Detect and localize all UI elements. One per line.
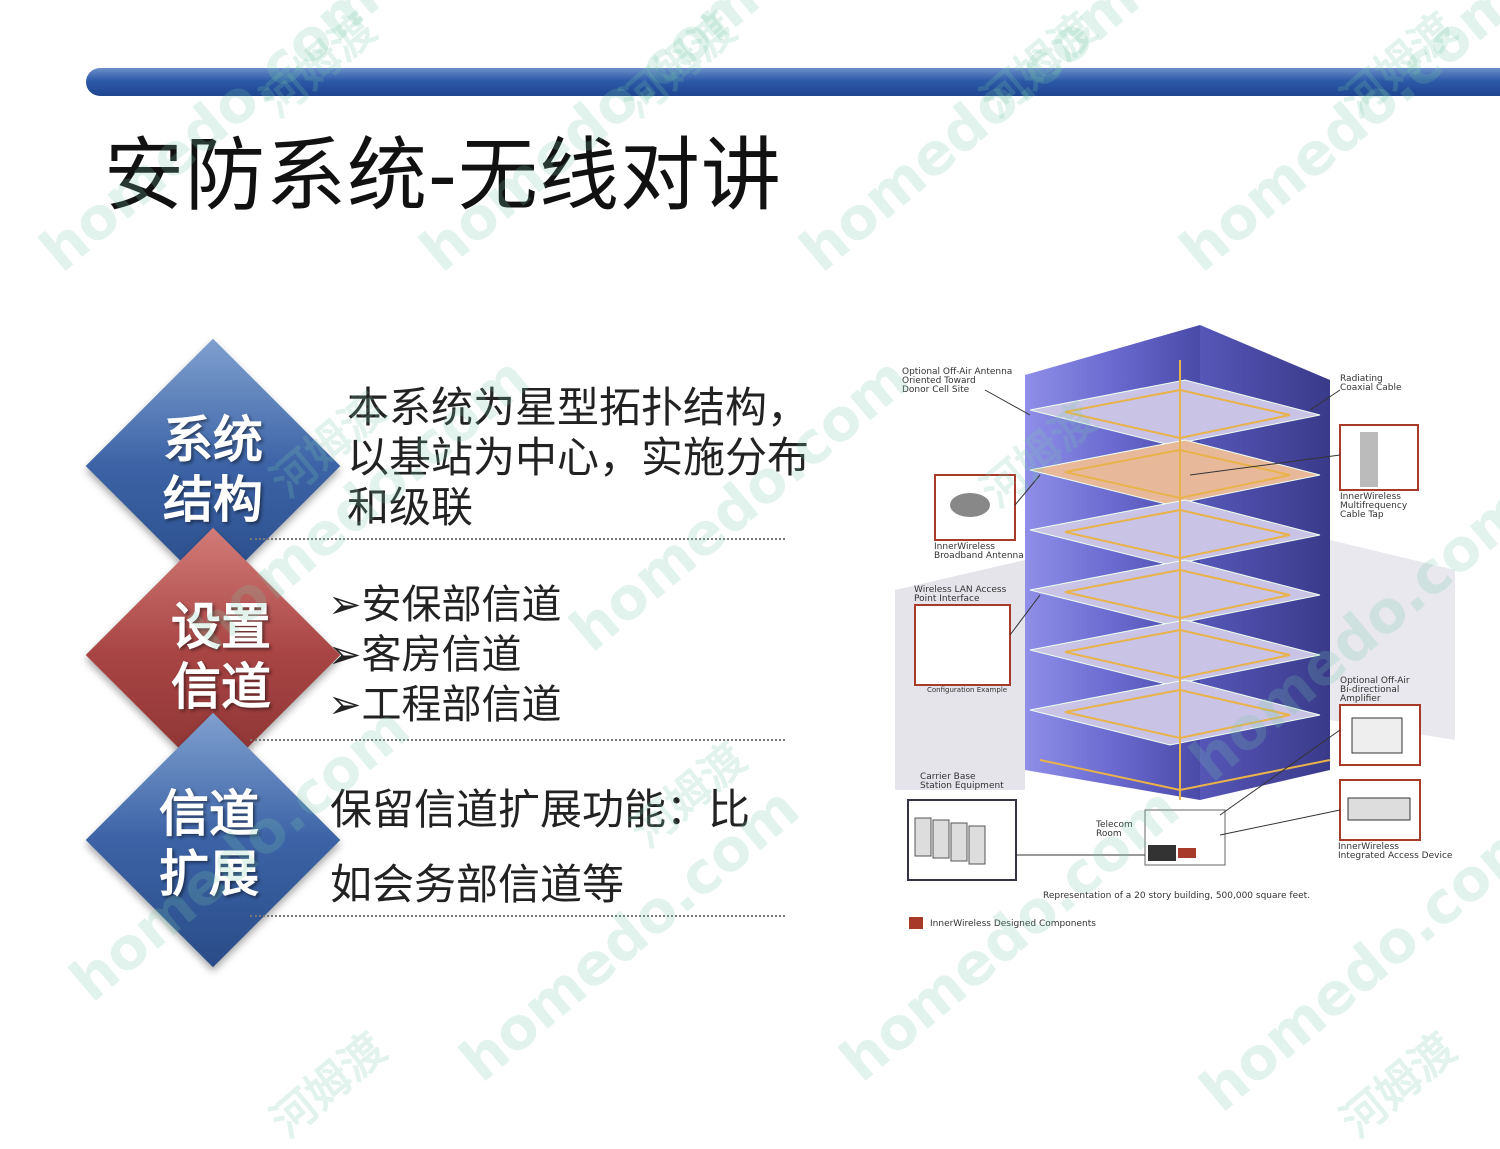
watermark-brand: 河姆渡 — [261, 1023, 396, 1148]
legend-text: InnerWireless Designed Components — [930, 919, 1096, 929]
divider — [250, 538, 785, 540]
telecom-room — [1144, 809, 1226, 866]
bullet-item: ➢客房信道 — [328, 632, 522, 678]
label-config-example: Configuration Example — [927, 686, 1008, 694]
tower-right-face — [1200, 325, 1330, 800]
title-banner — [86, 68, 1500, 96]
section-label-line1: 系统 — [163, 411, 263, 469]
watermark-brand: 河姆渡 — [611, 3, 746, 128]
bullet-item: ➢工程部信道 — [328, 682, 562, 728]
section-text-line: 以基站为中心，实施分布 — [347, 433, 810, 482]
legend-swatch — [909, 917, 923, 929]
section-text-line: 本系统为星型拓扑结构， — [347, 383, 810, 432]
section-text-line: 保留信道扩展功能：比 — [330, 785, 751, 834]
section-text-line: 和级联 — [347, 483, 474, 532]
label-representation: Representation of a 20 story building, 5… — [1043, 891, 1311, 901]
building-system-diagram — [895, 325, 1455, 881]
bullet-item: ➢安保部信道 — [328, 582, 562, 628]
watermark-brand: 河姆渡 — [1331, 3, 1466, 128]
watermark-brand: 河姆渡 — [971, 3, 1106, 128]
telecom-equipment — [1148, 845, 1176, 861]
section-label-line1: 设置 — [171, 598, 271, 656]
radiating-cable — [1039, 360, 1331, 800]
section-label-line2: 扩展 — [159, 845, 259, 903]
floor-plates — [1029, 379, 1321, 746]
watermark-site: homedo.com — [787, 0, 1152, 285]
section-label-line1: 信道 — [159, 785, 259, 843]
watermark-site: homedo.com — [1167, 0, 1500, 285]
section-label-line2: 结构 — [163, 471, 263, 529]
watermark-brand: 河姆渡 — [251, 3, 386, 128]
cable-tap-box — [1339, 424, 1419, 491]
watermark-brand: 河姆渡 — [1331, 1023, 1466, 1148]
wlan-box — [914, 604, 1011, 686]
divider — [250, 739, 785, 741]
slide-title: 安防系统-无线对讲 — [104, 129, 782, 222]
section-label-line2: 信道 — [171, 658, 271, 716]
divider — [250, 915, 785, 917]
section-text-line: 如会务部信道等 — [330, 860, 625, 909]
low-building-right — [1330, 540, 1455, 740]
